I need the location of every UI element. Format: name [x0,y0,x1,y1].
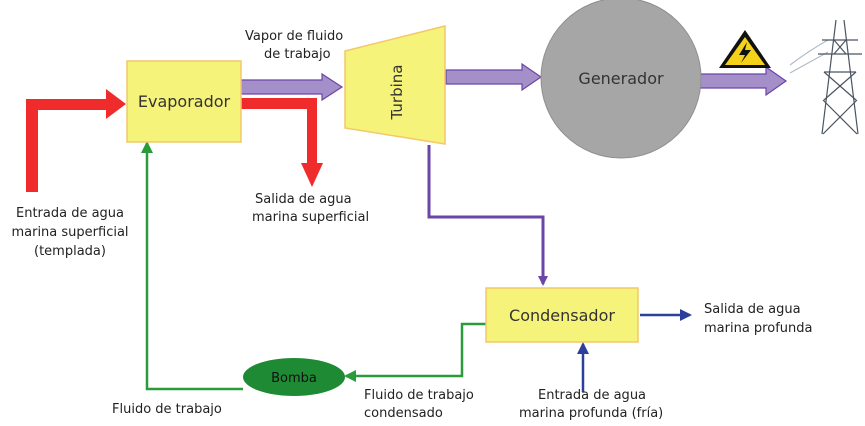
cold-inlet-label-line-2: marina profunda (fría) [519,406,663,421]
warm-inlet-label-line-1: Entrada de agua [16,206,124,221]
warm-inlet-label-line-3: (templada) [34,244,106,259]
vapor-label-line-1: Vapor de fluido [245,29,343,44]
turbine-shape: Turbina [344,25,446,145]
pump-label: Bomba [271,371,317,386]
warm-water-outlet-arrow [240,98,323,187]
shaft-arrow-to-generator [445,62,543,92]
vapor-arrow-to-turbine [240,72,344,102]
condenser-box: Condensador [485,287,639,343]
power-output-arrow [699,65,788,97]
high-voltage-warning-icon [719,30,771,68]
evaporator-box: Evaporador [126,60,242,143]
cold-inlet-label-line-1: Entrada de agua [538,388,646,403]
warm-outlet-label-line-2: marina superficial [252,210,369,225]
generator-label: Generador [578,69,664,88]
condensed-fluid-label-line-2: condensado [364,406,443,421]
turbine-exhaust-line [427,145,548,286]
condenser-label: Condensador [509,306,615,325]
cold-outlet-label-line-1: Salida de agua [704,302,801,317]
condensed-fluid-label-line-1: Fluido de trabajo [364,388,474,403]
turbine-label: Turbina [388,65,406,121]
power-transmission-tower-icon [789,19,862,135]
cold-outlet-label-line-2: marina profunda [704,321,812,336]
working-fluid-label: Fluido de trabajo [112,402,222,417]
warm-outlet-label-line-1: Salida de agua [255,192,352,207]
generator-circle: Generador [540,0,702,159]
vapor-label-line-2: de trabajo [264,47,331,62]
evaporator-label: Evaporador [138,92,231,111]
pump-ellipse: Bomba [243,358,345,396]
condensate-line [344,322,486,382]
warm-water-inlet-arrow [26,89,126,192]
working-fluid-return-line [141,141,243,391]
warm-inlet-label-line-2: marina superficial [11,225,128,240]
